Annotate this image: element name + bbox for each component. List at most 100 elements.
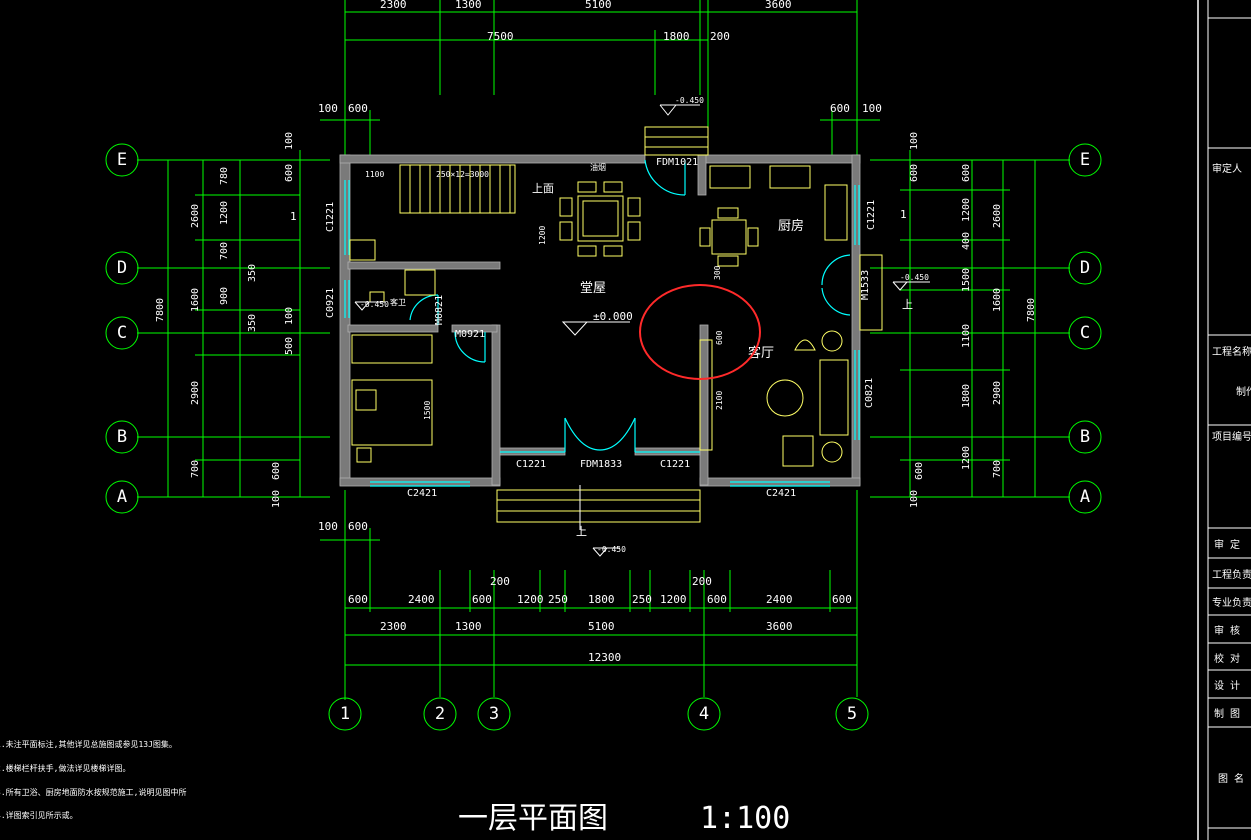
- dim-bot-5100: 5100: [588, 620, 615, 633]
- dim-bot-r3-5: 1800: [588, 593, 615, 606]
- dim-top-100-right: 100: [862, 102, 882, 115]
- opening-labels: C1221 C1221 C0921 C2421 C2421 C1221 C122…: [325, 157, 877, 499]
- misc-1200: 1200: [538, 226, 547, 245]
- axis-label-A-left: A: [117, 487, 127, 507]
- dim-bot-r3-4: 250: [548, 593, 568, 606]
- dim-bot-r3-6: 250: [632, 593, 652, 606]
- dim-left-in-350a: 350: [247, 264, 258, 282]
- door-label-FDM1021: FDM1021: [656, 157, 698, 168]
- dim-top-600-left: 600: [348, 102, 368, 115]
- room-kitchen-label: 厨房: [778, 218, 804, 234]
- axis-label-2: 2: [435, 704, 445, 724]
- dim-bot-total: 12300: [588, 651, 621, 664]
- note-3: 3.所有卫浴、厨房地面防水按规范施工,说明见图中所: [0, 787, 186, 797]
- dim-top-600-right: 600: [830, 102, 850, 115]
- dim-left-in-100b: 100: [284, 307, 295, 325]
- level-markers: [354, 104, 930, 557]
- window-label-C2421-right: C2421: [766, 488, 796, 499]
- up-label: 上: [576, 525, 587, 538]
- misc-600: 600: [715, 330, 724, 345]
- window-detail-left: 1: [290, 210, 297, 223]
- doors: [409, 159, 851, 452]
- dim-top-7500: 7500: [487, 30, 514, 43]
- dimension-text-bottom: 100 600 200 200 600 2400 600 1200 250 18…: [318, 520, 852, 664]
- window-label-C1221-south-b: C1221: [660, 459, 690, 470]
- dim-left-1600: 1600: [190, 288, 201, 312]
- axis-label-B-left: B: [117, 427, 127, 447]
- tb-row-11: 图 名: [1218, 772, 1244, 785]
- dim-left-in-1200: 1200: [219, 201, 230, 225]
- dim-top-1300: 1300: [455, 0, 482, 11]
- tb-row-6: 专业负责人: [1212, 596, 1251, 609]
- dim-left-tag-100: 100: [271, 490, 282, 508]
- window-label-C1221-south-a: C1221: [516, 459, 546, 470]
- tb-row-3: 项目编号: [1212, 430, 1251, 443]
- tb-row-7: 审 核: [1214, 624, 1240, 637]
- up-stair-label: 上面: [532, 182, 554, 195]
- window-label-C1221-right: C1221: [866, 200, 877, 230]
- axis-label-1: 1: [340, 704, 350, 724]
- dimension-lines: [137, 0, 1070, 700]
- dim-left-in-100: 100: [284, 132, 295, 150]
- dim-bot-r3-0: 600: [348, 593, 368, 606]
- door-label-M0821: M0821: [434, 295, 445, 325]
- level-outdoor-1: -0.450: [675, 96, 704, 105]
- axis-label-3: 3: [489, 704, 499, 724]
- door-label-FDM1833: FDM1833: [580, 459, 622, 470]
- dimension-text-left: 7800 2600 1600 2900 700 100 780 1200 700…: [155, 132, 295, 508]
- markup-circle: [639, 284, 761, 380]
- axis-bubbles: [105, 143, 1102, 731]
- title-block: 审定人 工程名称 制作 项目编号 审 定 工程负责人 专业负责人 审 核 校 对…: [1197, 0, 1251, 840]
- dim-right-outer: 7800: [1026, 298, 1037, 322]
- dim-left-2600: 2600: [190, 204, 201, 228]
- dim-left-700: 700: [190, 460, 201, 478]
- furniture: [349, 126, 883, 523]
- room-utility-label: 客卫: [390, 297, 406, 307]
- dim-left-outer: 7800: [155, 298, 166, 322]
- level-mark-main: ±0.000: [593, 310, 633, 323]
- axis-label-E-right: E: [1080, 150, 1090, 170]
- dimension-text-top: 2300 1300 5100 3600 7500 1800 200 100 60…: [318, 0, 882, 115]
- dim-bot-r3-10: 600: [832, 593, 852, 606]
- stair-spec: 250×12=3000: [436, 170, 489, 179]
- dim-bot-100: 100: [318, 520, 338, 533]
- dim-bot-1300: 1300: [455, 620, 482, 633]
- dim-bot-200-a: 200: [490, 575, 510, 588]
- misc-annotations: 250×12=3000 1100 油烟 上 上面 上 1 1 1500 1200…: [290, 162, 913, 538]
- tb-row-10: 制 图: [1214, 707, 1240, 720]
- window-label-C2421-left: C2421: [407, 488, 437, 499]
- dim-bot-r3-3: 1200: [517, 593, 544, 606]
- room-living-label: 客厅: [748, 345, 774, 361]
- dim-left-in-780: 780: [219, 167, 230, 185]
- tb-row-8: 校 对: [1214, 652, 1240, 665]
- room-labels: 堂屋 厨房 客厅 客卫 ±0.000 -0.450 -0.450 -0.450 …: [360, 96, 929, 554]
- dim-right-tag-600b: 600: [914, 462, 925, 480]
- tb-row-2: 制作: [1236, 385, 1251, 398]
- drawing-title-text: 一层平面图: [458, 801, 608, 836]
- level-outdoor-2: -0.450: [597, 545, 626, 554]
- axis-label-C-right: C: [1080, 323, 1090, 343]
- note-4: 4.详图索引见所示或。: [0, 810, 78, 820]
- axis-label-A-right: A: [1080, 487, 1090, 507]
- dim-left-2900: 2900: [190, 381, 201, 405]
- dim-top-100-left: 100: [318, 102, 338, 115]
- dim-bot-600: 600: [348, 520, 368, 533]
- misc-2100: 2100: [715, 391, 724, 410]
- misc-300: 300: [713, 265, 722, 280]
- stair-mark: 1100: [365, 170, 384, 179]
- dim-right-700: 700: [992, 460, 1003, 478]
- tb-row-4: 审 定: [1214, 538, 1240, 551]
- level-outdoor-3: -0.450: [900, 273, 929, 282]
- drawing-scale-text: 1:100: [700, 801, 790, 836]
- up-label-right: 上: [902, 298, 913, 311]
- dim-bot-200-b: 200: [692, 575, 712, 588]
- dim-top-2300: 2300: [380, 0, 407, 11]
- dim-left-in-900: 900: [219, 287, 230, 305]
- dim-right-tag-600a: 600: [909, 164, 920, 182]
- door-label-M1533: M1533: [860, 270, 871, 300]
- axis-label-E-left: E: [117, 150, 127, 170]
- axis-label-B-right: B: [1080, 427, 1090, 447]
- axis-label-4: 4: [699, 704, 709, 724]
- dim-top-1800: 1800: [663, 30, 690, 43]
